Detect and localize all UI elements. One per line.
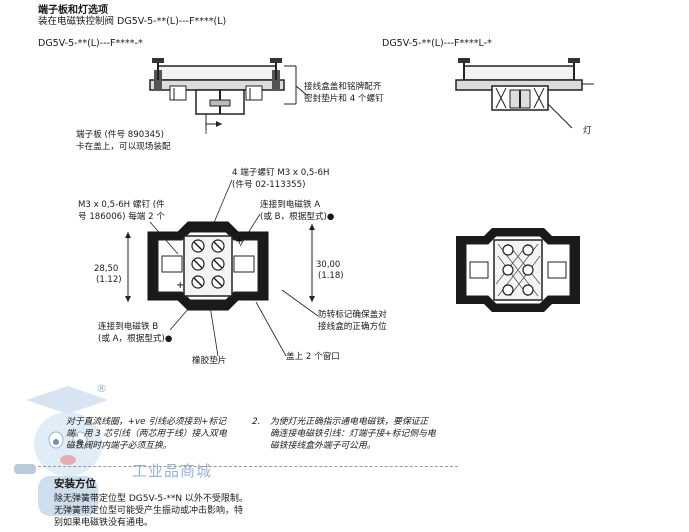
section-divider (38, 466, 458, 467)
solenoid-a-label-line1: 连接到电磁铁 A (260, 200, 321, 210)
side-view-right-drawing (455, 58, 594, 129)
solenoid-b-label-line1: 连接到电磁铁 B (98, 322, 159, 332)
gasket-label-line2: 密封垫片和 4 个螺钉 (304, 94, 384, 104)
side-view-left-drawing (149, 58, 309, 130)
note1-line1: 对于直流线圈，+ve 引线必须接到+标记 (66, 417, 227, 427)
install-line2: 无弹簧带定位型可能受产生振动或冲击影响，特 (54, 506, 244, 516)
page-title: 端子板和灯选项 (38, 5, 108, 16)
note2-line2: 确连接电磁铁引线：灯端子接+标记侧与电 (270, 429, 436, 439)
terminal-board-label-line1: 端子板 (件号 890345) (76, 130, 164, 140)
terminal-board-plan-left: + + (147, 221, 269, 311)
dimension-left (125, 232, 131, 302)
model-left: DG5V-5-**(L)---F****-* (38, 38, 143, 49)
install-line1: 除无弹簧带定位型 DG5V-5-**N 以外不受限制。 (54, 494, 248, 504)
dim-right-in: (1.18) (318, 271, 344, 281)
model-right: DG5V-5-**(L)---F****L-* (382, 38, 492, 49)
watermark-text: 工业品商城 (132, 462, 213, 480)
dim-left-in: (1.12) (96, 275, 122, 285)
note2-line3: 磁铁接线盒外端子可公用。 (270, 441, 376, 451)
note2-line1: 为使灯光正确指示通电电磁铁，要保证正 (270, 417, 429, 427)
orientation-label-line1: 防转标记确保盖对 (318, 310, 387, 320)
window-label: 盖上 2 个窗口 (286, 352, 340, 362)
leader-lines (149, 120, 319, 357)
terminal-board-plan-right (456, 228, 580, 312)
watermark-registered-mark: ® (96, 382, 107, 395)
terminal-screw-label-line1: 4 端子螺钉 M3 x 0,5-6H (232, 168, 330, 178)
lamp-label: 灯 (583, 126, 592, 136)
dimension-right (309, 224, 315, 302)
watermark-mascot-icon (14, 386, 108, 516)
m3-screw-label-line2: 号 186006) 每端 2 个 (78, 212, 165, 222)
solenoid-a-label-line2: (或 B，根据型式)● (260, 212, 335, 222)
solenoid-b-label-line2: (或 A，根据型式)● (98, 334, 173, 344)
m3-screw-label-line1: M3 x 0,5-6H 螺钉 (件 (78, 200, 165, 210)
svg-text:+: + (235, 236, 243, 247)
terminal-board-label-line2: 卡在盖上，可以现场装配 (76, 142, 171, 152)
dim-right-mm: 30,00 (316, 260, 341, 270)
page-subtitle: 装在电磁铁控制阀 DG5V-5-**(L)---F****(L) (38, 16, 227, 27)
install-section-title: 安装方位 (54, 478, 96, 490)
terminal-screw-label-line2: (件号 02-113355) (232, 180, 306, 190)
note2-number: 2. (252, 417, 261, 427)
rubber-gasket-label: 橡胶垫片 (192, 356, 227, 366)
note1-line2: 端。用 3 芯引线（两芯用于线）接入双电 (66, 429, 227, 439)
svg-text:+: + (176, 280, 184, 291)
dim-left-mm: 28,50 (94, 264, 119, 274)
orientation-label-line2: 接线盒的正确方位 (318, 322, 387, 332)
note1-line3: 磁铁阀时内端子必须互换。 (66, 441, 172, 451)
gasket-label-line1: 接线盒盖和铭牌配齐 (304, 82, 382, 92)
install-line3: 别如果电磁铁没有通电。 (54, 518, 154, 528)
